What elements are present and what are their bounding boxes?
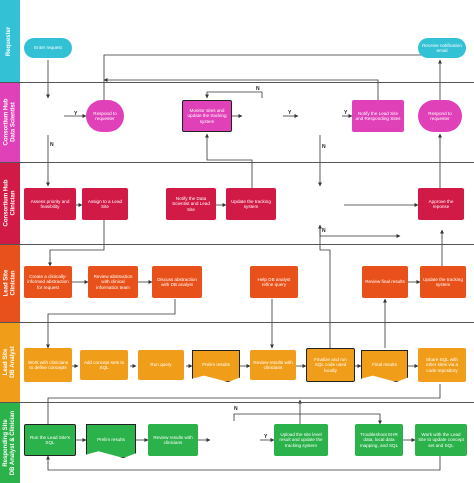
edge-label-no: N	[322, 144, 326, 150]
node-share-sql: Share SQL with other sites via a code re…	[418, 348, 466, 382]
lane-label-text: Requester	[6, 26, 13, 56]
node-run-lead-sql: Run the Lead Site's SQL	[24, 424, 76, 456]
edge-notify-loop	[103, 78, 379, 100]
lane-divider	[0, 402, 474, 403]
edge-label-no: N	[322, 228, 326, 234]
node-pass-qc-site: Pass data QC?	[219, 437, 251, 443]
node-notify-lead-site: Notify the Lead Site and Responding Site…	[352, 100, 404, 132]
node-respond-requester-2: Respond to requester	[418, 100, 462, 132]
lane-divider	[0, 322, 474, 323]
node-update-tracking-2: Update the tracking system	[420, 266, 466, 298]
node-work-with-clinicians: Work with clinicians to define concepts	[24, 348, 72, 382]
node-discuss-abstraction: Discuss abstraction with DB analyst	[152, 266, 202, 298]
node-upload-results: Upload the site level result and update …	[274, 424, 328, 456]
node-respond-requester-1: Respond to requester	[86, 100, 124, 132]
edge-ready-no	[205, 91, 263, 99]
edge-assign-down	[48, 220, 105, 267]
node-assign-lead-site: Assign to a Lead Site	[82, 188, 128, 220]
node-monitor-sites: Monitor sites and update the tracking sy…	[182, 100, 232, 132]
node-run-query: Run query	[138, 350, 184, 380]
node-add-concept-sets: Add concept sets to SQL	[80, 350, 128, 380]
edge-update-up	[205, 133, 253, 188]
node-approve-response: Approve the reponse	[418, 188, 464, 220]
lane-divider	[0, 162, 474, 163]
edge-label-no: N	[50, 142, 54, 148]
edge-discuss-down	[46, 299, 176, 349]
edge-label-yes: Y	[344, 110, 348, 116]
edge-label-no: N	[234, 406, 238, 412]
node-finalize-run-sql: Finalize and run SQL code used locally	[306, 348, 355, 382]
node-review-results-2: Review results with clinicians	[148, 424, 198, 456]
node-all-sites-ready: All sites ready with results?	[251, 107, 273, 124]
edge-label-no: N	[256, 86, 260, 92]
lane-divider	[0, 244, 474, 245]
node-create-abstraction: Create a clinically-informed abstraction…	[24, 266, 72, 298]
node-already-answered: Already answered?	[37, 110, 61, 121]
edge-share-down	[46, 384, 441, 429]
lane-divider	[0, 82, 474, 83]
node-review-abstraction: Review abstraction with clinical informa…	[88, 266, 138, 298]
node-clinically-relevant: Clinically relevant results?	[310, 196, 330, 213]
edge-label-yes: Y	[74, 111, 78, 117]
edge-finalize-up	[318, 224, 331, 348]
edge-relevant-no	[319, 225, 401, 238]
node-enter-request: Enter request	[24, 38, 72, 58]
node-review-final: Review final results	[362, 266, 408, 298]
node-help-db-analyst: Help DB analyst refine query	[250, 266, 298, 298]
node-pass-qc-hub: Pass data QC?	[309, 110, 331, 121]
edge-work-loop	[46, 455, 441, 471]
edge-label-yes: Y	[288, 110, 292, 116]
node-troubleshoot-ehr: Troubleshoot EHR data, local data mappin…	[355, 424, 403, 456]
edge-respond1-up	[103, 53, 441, 100]
node-review-results-1: Review results with clinicians	[250, 350, 296, 380]
node-notify-data-scientist: Notify the Data Scientist and Lead Site	[166, 188, 216, 220]
node-update-tracking-1: Update the tracking system	[226, 188, 276, 220]
node-work-with-lead: Work with the Lead Site to update concep…	[415, 424, 467, 456]
lane-label-requester: Requester	[0, 0, 20, 82]
edge-site-qc-no	[233, 413, 382, 425]
node-receive-email: Receive notification email	[418, 38, 466, 58]
edge-label-yes: Y	[264, 434, 268, 440]
node-assess-priority: Assess priority and feasibility	[24, 188, 76, 220]
